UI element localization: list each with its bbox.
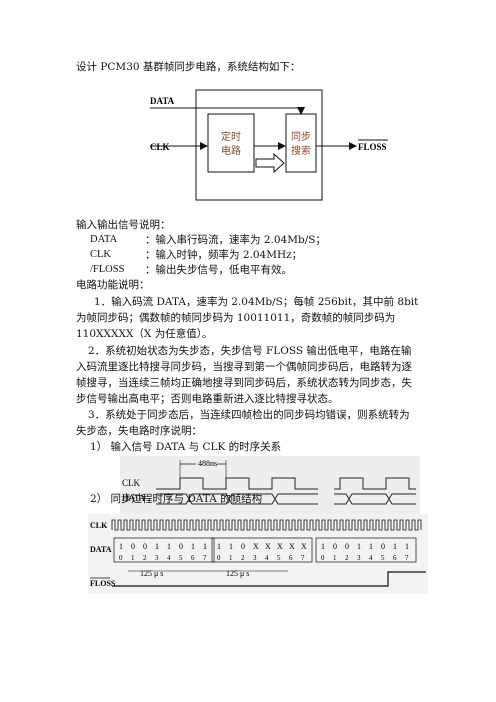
frame-bit-value: 0: [131, 542, 135, 551]
timer-box-line2: 电路: [221, 144, 241, 157]
outer-box: [195, 89, 323, 201]
frame-bit-index: 3: [357, 554, 361, 562]
timing2-clk-label: CLK: [90, 521, 108, 530]
frame-bit-value: 0: [345, 542, 349, 551]
frame-sync-word-box: [113, 537, 215, 563]
frame-bit-index: 4: [369, 554, 373, 562]
frame-bit-index: 0: [217, 554, 221, 562]
frame-bit-index: 6: [191, 554, 195, 562]
sync-search-box: [285, 113, 317, 173]
frame-bit-value: X: [301, 542, 307, 551]
timer-box-line1: 定时: [221, 130, 241, 143]
io-desc-clk: ：输入时钟，频率为 2.04MHz；: [145, 249, 303, 261]
timing1-data-label: DATA: [122, 493, 146, 503]
timing2-period-1: 125 μ s: [140, 569, 163, 578]
io-desc-floss: ：输出失步信号，低电平有效。: [145, 264, 292, 276]
io-name-data: DATA: [90, 234, 118, 245]
intro-text: 设计 PCM30 基群帧同步电路，系统结构如下：: [76, 61, 301, 73]
frame-bit-value: 1: [167, 542, 171, 551]
frame-bit-value: 1: [203, 542, 207, 551]
frame-bit-index: 7: [203, 554, 207, 562]
timing2-floss-label: FLOSS: [90, 579, 116, 588]
frame-bit-value: 1: [191, 542, 195, 551]
frame-bit-index: 3: [155, 554, 159, 562]
frame-bit-index: 0: [321, 554, 325, 562]
frame-bit-value: 1: [321, 542, 325, 551]
frame-bit-value: 0: [333, 542, 337, 551]
frame-bit-value: 0: [143, 542, 147, 551]
frame-bit-index: 3: [253, 554, 257, 562]
frame-bit-index: 7: [301, 554, 305, 562]
frame-bit-index: 2: [345, 554, 349, 562]
frame-bit-value: X: [265, 542, 271, 551]
timing2-period-2: 125 μ s: [226, 569, 249, 578]
clk-pulse-train: [111, 519, 422, 531]
io-heading: 输入输出信号说明：: [76, 219, 171, 231]
frame-bit-value: 0: [179, 542, 183, 551]
hollow-arrow: [255, 152, 285, 174]
timing2-clk-wave: [111, 519, 422, 531]
frame-bit-index: 2: [143, 554, 147, 562]
frame-bit-value: 1: [119, 542, 123, 551]
frame-bit-value: X: [253, 542, 259, 551]
frame-bit-value: 1: [369, 542, 373, 551]
io-desc-data: ：输入串行码流，速率为 2.04Mb/S；: [145, 234, 326, 246]
frame-bit-value: 1: [357, 542, 361, 551]
sync-box-line1: 同步: [291, 131, 311, 143]
frame-bit-value: X: [289, 542, 295, 551]
func-heading: 电路功能说明：: [76, 279, 150, 291]
func-item-2: 2．系统初始状态为失步态，失步信号 FLOSS 输出低电平，电路在输入码流里逐比…: [76, 345, 412, 405]
clk-input-label: CLK: [150, 142, 170, 152]
system-block-diagram: 定时 电路 同步 搜索 DATA CLK FLOSS: [150, 89, 388, 201]
frame-bit-index: 6: [289, 554, 293, 562]
timing2-floss-wave: [112, 571, 426, 587]
frame-bit-value: X: [277, 542, 283, 551]
io-name-clk: CLK: [90, 249, 111, 260]
frame-bit-index: 0: [119, 554, 123, 562]
frame-bit-index: 1: [131, 554, 135, 562]
frame-bit-index: 5: [179, 554, 183, 562]
timing1-delay-label: 488ns: [198, 459, 217, 468]
floss-output-label: FLOSS: [358, 142, 387, 152]
frame-sync-word-box: [211, 537, 313, 563]
timing1-clk-wave: [156, 477, 416, 490]
frame-bit-index: 5: [277, 554, 281, 562]
frame-bit-index: 5: [381, 554, 385, 562]
timing2-data-label: DATA: [90, 545, 112, 554]
timer-circuit-box: [207, 113, 255, 173]
frame-bit-index: 4: [167, 554, 171, 562]
io-name-floss: /FLOSS: [90, 264, 125, 275]
frame-sync-word-box: [315, 537, 417, 563]
timing-diagram-frame-structure: CLK DATA FLOSS 1001021314051617101102X3X…: [88, 514, 428, 594]
frame-bit-value: 1: [155, 542, 159, 551]
frame-bit-index: 6: [393, 554, 397, 562]
frame-bit-value: 0: [381, 542, 385, 551]
func-item-1: 1．输入码流 DATA，速率为 2.04Mb/S；每帧 256bit，其中前 8…: [76, 296, 419, 340]
func-item-3: 3．系统处于同步态后，当连续四帧检出的同步码均错误，则系统转为失步态，失电路时序…: [76, 409, 410, 437]
frame-bit-index: 7: [405, 554, 409, 562]
timing2-caption: 2） 同步过程时序与 DATA 的帧结构: [90, 493, 263, 505]
frame-bit-value: 1: [217, 542, 221, 551]
timing1-clk-label: CLK: [122, 478, 141, 488]
sync-box-line2: 搜索: [291, 144, 311, 157]
frame-bit-value: 1: [229, 542, 233, 551]
timing2-data-bits: 1001021314051617101102X3X4X5X6X710010213…: [113, 537, 417, 563]
data-input-label: DATA: [150, 96, 175, 106]
timing-diagram-clk-data: 488ns CLK DATA: [120, 456, 420, 514]
frame-bit-value: 1: [405, 542, 409, 551]
timing1-data-wave: [156, 493, 416, 505]
frame-bit-index: 1: [333, 554, 337, 562]
timing1-caption: 1） 输入信号 DATA 与 CLK 的时序关系: [90, 441, 282, 453]
frame-bit-index: 1: [229, 554, 233, 562]
frame-bit-value: 1: [393, 542, 397, 551]
frame-bit-value: 0: [241, 542, 245, 551]
frame-bit-index: 4: [265, 554, 269, 562]
frame-bit-index: 2: [241, 554, 245, 562]
